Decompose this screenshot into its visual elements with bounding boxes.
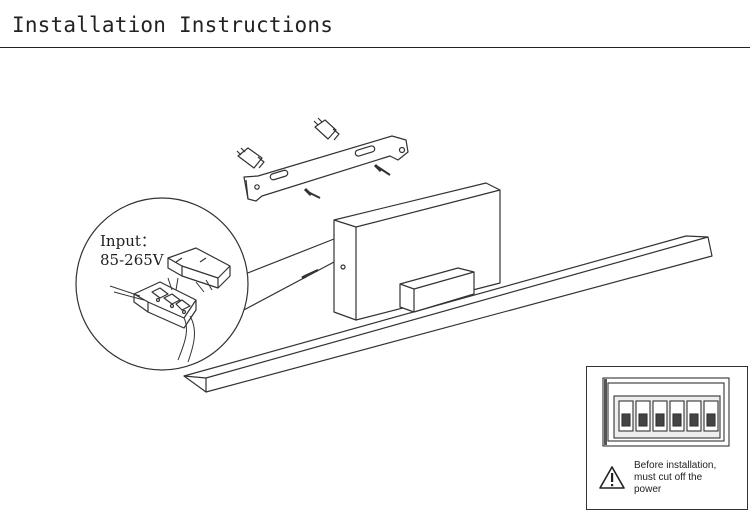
driver-housing bbox=[333, 182, 501, 321]
light-bar bbox=[183, 235, 713, 393]
junction-box bbox=[109, 247, 231, 363]
page-title: Installation Instructions bbox=[12, 13, 334, 37]
warning-line-3: power bbox=[634, 484, 662, 495]
warning-line-1: Before installation, bbox=[634, 460, 717, 471]
screw-left bbox=[303, 187, 321, 199]
wall-plug-right bbox=[313, 117, 340, 141]
breaker-switches bbox=[618, 400, 719, 432]
header-bar: Installation Instructions bbox=[0, 0, 750, 48]
callout-input-label: Input： 85-265V bbox=[100, 232, 164, 270]
warning-line-2: must cut off the bbox=[634, 472, 703, 483]
screw-right bbox=[373, 163, 391, 176]
mounting-bracket bbox=[243, 135, 409, 202]
input-label-text: Input： bbox=[100, 232, 156, 250]
input-voltage-text: 85-265V bbox=[100, 251, 164, 269]
warning-text: Before installation, must cut off the po… bbox=[634, 460, 744, 496]
wall-plug-left bbox=[236, 147, 265, 169]
warning-triangle-icon bbox=[599, 466, 625, 489]
